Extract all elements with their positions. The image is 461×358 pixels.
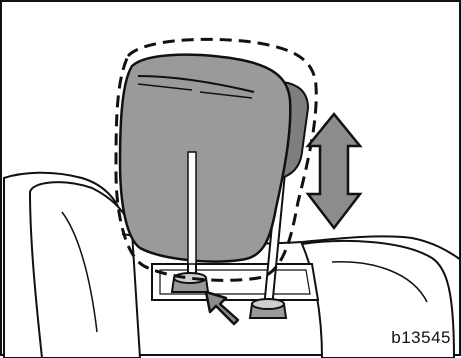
- figure-code: b13545: [391, 328, 451, 348]
- right-stay-sleeve-top: [252, 299, 284, 309]
- left-stay-through-headrest: [188, 152, 196, 264]
- up-down-arrow: [308, 114, 360, 228]
- headrest-front-face: [120, 55, 290, 262]
